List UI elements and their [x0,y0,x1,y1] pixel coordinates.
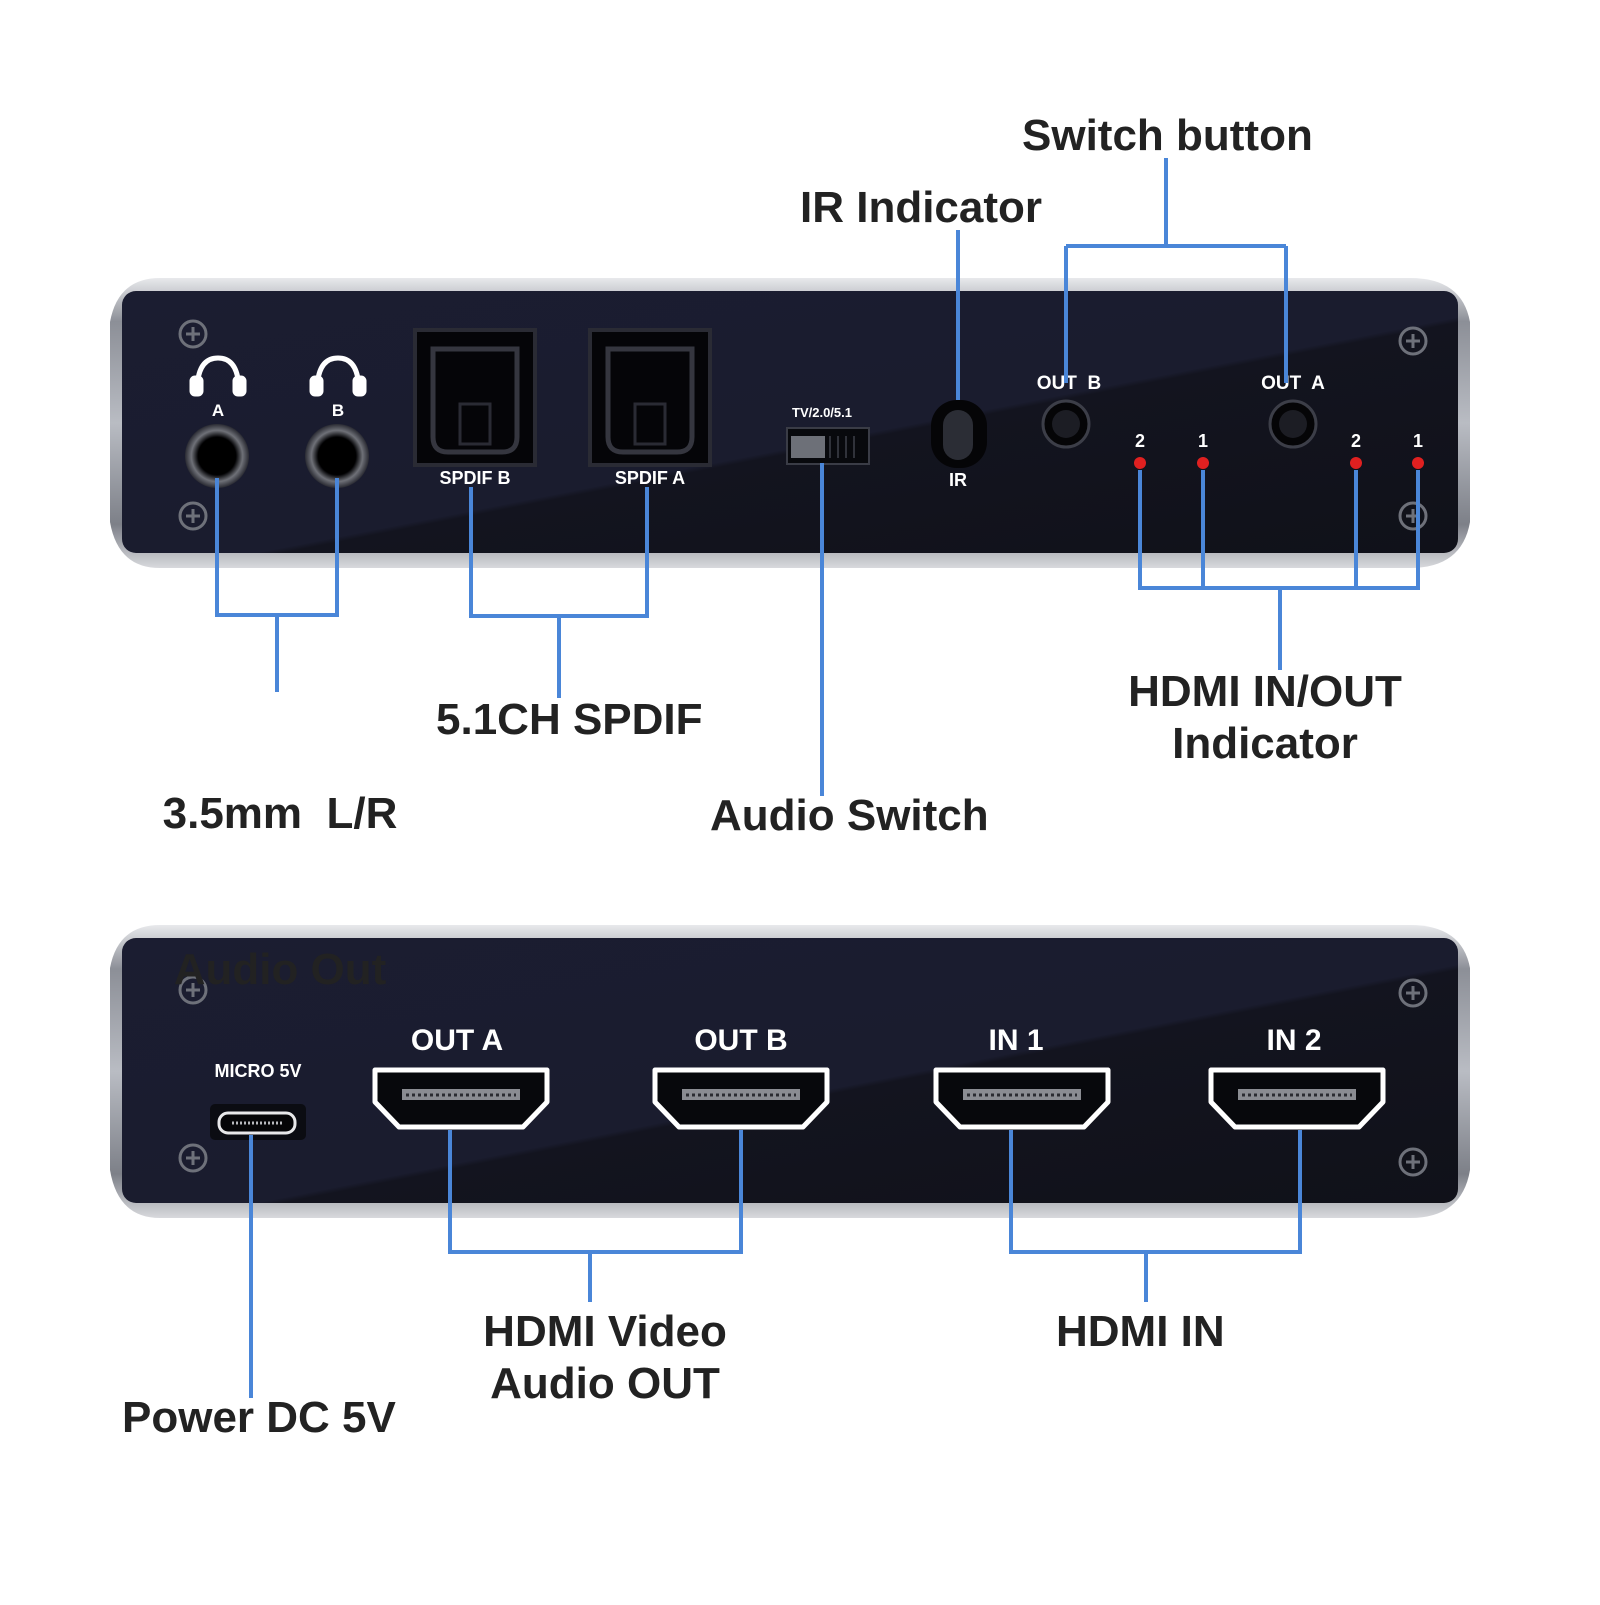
screw-icon [178,319,1428,531]
screw-icon [178,975,1428,1177]
leader-spdif [469,487,649,698]
callout-power: Power DC 5V [122,1392,396,1444]
spdif-b-port[interactable]: SPDIF B [413,328,537,488]
audio-jack-a-label: A [212,401,224,420]
hdmi-port-in-1[interactable]: IN 1 [933,1024,1111,1130]
spdif-a-label: SPDIF A [615,468,685,488]
hdmi-led-group: 2 1 2 1 [1134,431,1424,469]
headphones-icon [189,355,247,397]
leader-hdmi-video-out [448,1130,743,1302]
leader-switch-button [1064,158,1288,383]
switch-button-out-b-label: OUT B [1037,373,1101,394]
top-device: A B SPDIF B SPDIF A [110,278,1470,568]
callout-hdmi-in: HDMI IN [1056,1306,1225,1358]
callout-hdmi-video-out-line1: HDMI Video [483,1307,727,1356]
led-label: 1 [1413,431,1423,451]
hdmi-port-in-1-label: IN 1 [988,1024,1043,1057]
audio-jack-b[interactable]: B [305,355,369,488]
hdmi-port-out-a-label: OUT A [411,1024,503,1057]
leader-audio-out [215,478,339,692]
led-indicator [1134,457,1146,469]
callout-audio-switch-text: Audio Switch [710,791,989,840]
leader-hdmi-in [1009,1130,1302,1302]
callout-audio-out-line1: 3.5mm L/R [162,789,398,838]
hdmi-port-in-2-label: IN 2 [1266,1024,1321,1057]
callout-spdif-text: 5.1CH SPDIF [436,695,703,744]
callout-hdmi-indicator-line2: Indicator [1172,719,1358,768]
switch-button-out-b[interactable]: OUT B [1037,373,1101,449]
audio-switch-label: TV/2.0/5.1 [792,405,852,420]
led-label: 2 [1351,431,1361,451]
spdif-b-label: SPDIF B [439,468,510,488]
callout-ir-indicator-text: IR Indicator [800,183,1043,232]
callout-ir-indicator: IR Indicator [800,182,1042,234]
audio-jack-b-label: B [332,401,344,420]
hdmi-port-out-a[interactable]: OUT A [372,1024,550,1130]
led-label: 1 [1198,431,1208,451]
callout-power-text: Power DC 5V [122,1393,396,1442]
callout-hdmi-indicator-line1: HDMI IN/OUT [1128,667,1402,716]
spdif-a-port[interactable]: SPDIF A [588,328,712,488]
led-indicator [1412,457,1424,469]
callout-audio-switch: Audio Switch [710,790,989,842]
bottom-device: MICRO 5V OUT A OUT B IN 1 IN 2 [110,925,1470,1218]
callout-hdmi-video-out: HDMI Video Audio OUT [455,1306,755,1410]
top-device-face [122,291,1458,553]
hdmi-port-out-b-label: OUT B [694,1024,787,1057]
leader-hdmi-indicator [1138,470,1420,670]
led-label: 2 [1135,431,1145,451]
headphones-icon [309,355,367,397]
led-indicator [1197,457,1209,469]
callout-spdif: 5.1CH SPDIF [436,694,703,746]
callout-hdmi-indicator: HDMI IN/OUT Indicator [1090,666,1440,770]
led-indicator [1350,457,1362,469]
micro-usb-label: MICRO 5V [214,1061,301,1081]
callout-audio-out-line2: Audio Out [173,945,387,994]
callout-switch-button-text: Switch button [1022,111,1313,160]
callout-switch-button: Switch button [1022,110,1313,162]
callout-audio-out: 3.5mm L/R Audio Out [140,684,420,1100]
callout-hdmi-video-out-line2: Audio OUT [490,1359,720,1408]
switch-button-out-a-label: OUT A [1261,373,1325,394]
micro-usb-port[interactable]: MICRO 5V [210,1061,306,1140]
ir-sensor: IR [931,400,987,490]
hdmi-port-out-b[interactable]: OUT B [652,1024,830,1130]
audio-switch[interactable]: TV/2.0/5.1 [786,405,870,465]
hdmi-port-in-2[interactable]: IN 2 [1208,1024,1386,1130]
callout-hdmi-in-text: HDMI IN [1056,1307,1225,1356]
switch-button-out-a[interactable]: OUT A [1261,373,1325,449]
audio-jack-a[interactable]: A [185,355,249,488]
leader-lines [215,158,1420,1398]
ir-label: IR [949,470,967,490]
